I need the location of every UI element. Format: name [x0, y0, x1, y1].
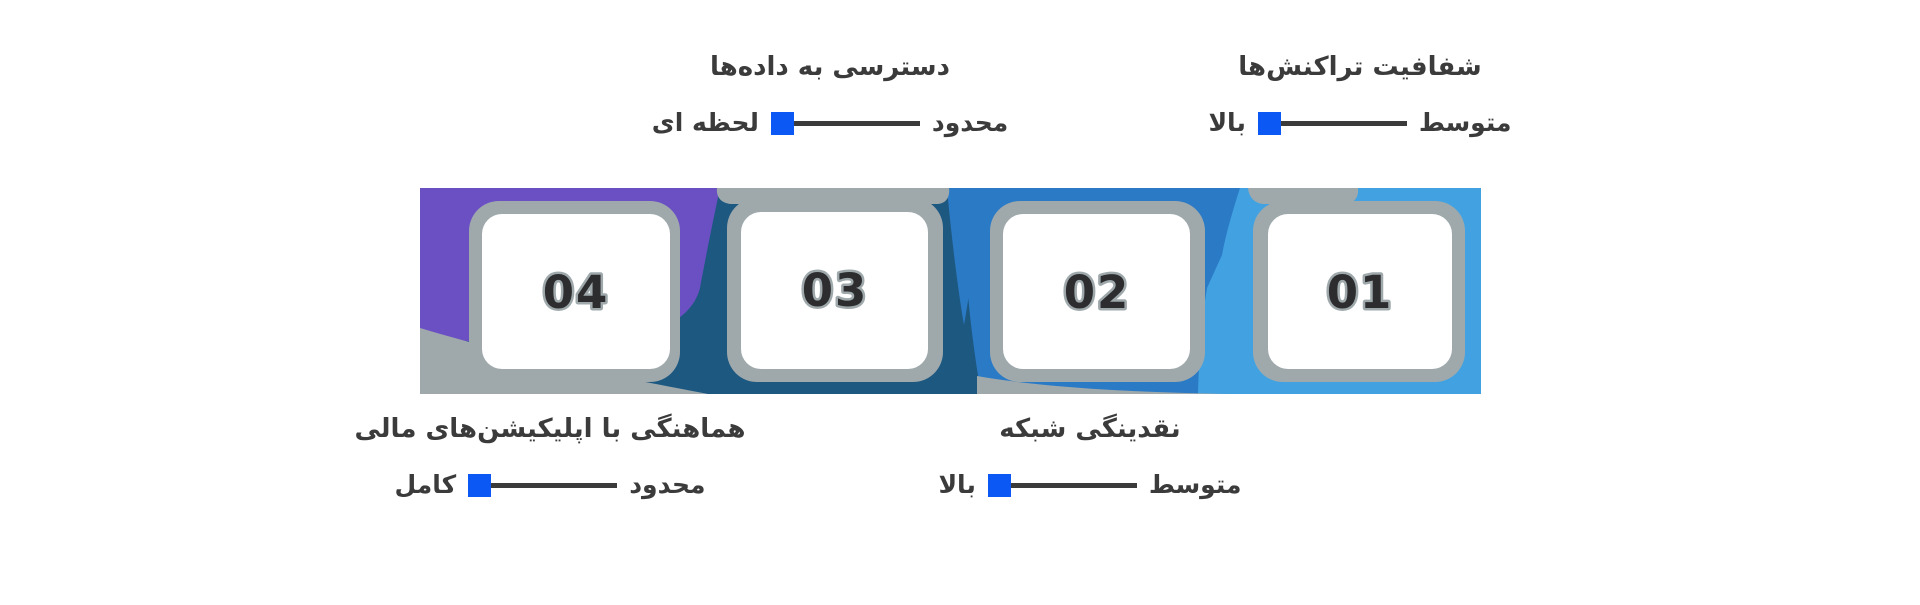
slider-left-label: بالا — [938, 470, 976, 499]
step-04-number: 04 — [543, 266, 610, 319]
step-01-number: 01 — [1327, 266, 1394, 319]
slider-handle[interactable] — [1257, 111, 1281, 135]
slider-right-label: متوسط — [1148, 470, 1242, 499]
slider-handle[interactable] — [987, 473, 1011, 497]
step-04-card — [482, 214, 670, 369]
slider-track — [1280, 120, 1407, 126]
slider-step-01: بالا متوسط — [1208, 110, 1511, 136]
metric-step-01: شفافیت تراکنش‌ها بالا متوسط — [1140, 52, 1580, 136]
slider-step-03: لحظه ای محدود — [652, 110, 1008, 136]
step-02-card — [1003, 214, 1190, 369]
slider-handle[interactable] — [468, 473, 492, 497]
metric-step-04: هماهنگی با اپلیکیشن‌های مالی کامل محدود — [330, 414, 770, 498]
metric-title: شفافیت تراکنش‌ها — [1238, 52, 1482, 82]
slider-right-label: محدود — [931, 108, 1009, 137]
gray-blob-under-step-02 — [977, 376, 1232, 394]
band-spike-step-02 — [947, 188, 983, 325]
slider-step-02: بالا متوسط — [938, 472, 1241, 498]
slider-track — [793, 120, 920, 126]
slider-track — [1010, 482, 1137, 488]
process-band: 04 03 02 01 — [420, 188, 1481, 394]
slider-right-label: محدود — [629, 470, 706, 499]
slider-left-label: بالا — [1208, 108, 1246, 137]
slider-left-label: کامل — [394, 470, 457, 499]
step-03-number: 03 — [802, 264, 869, 317]
step-01-card — [1268, 214, 1452, 369]
metric-title: هماهنگی با اپلیکیشن‌های مالی — [354, 414, 746, 444]
slider-right-label: متوسط — [1418, 108, 1512, 137]
slider-step-04: کامل محدود — [394, 472, 705, 498]
slider-handle[interactable] — [770, 111, 794, 135]
gray-blob-over-step-01 — [1248, 188, 1359, 204]
slider-left-label: لحظه ای — [651, 108, 759, 137]
step-02-number: 02 — [1064, 266, 1131, 319]
metric-title: دسترسی به داده‌ها — [710, 52, 950, 82]
step-03-card — [741, 212, 928, 369]
metric-step-03: دسترسی به داده‌ها لحظه ای محدود — [610, 52, 1050, 136]
metric-step-02: نقدینگی شبکه بالا متوسط — [870, 414, 1310, 498]
metric-title: نقدینگی شبکه — [999, 414, 1181, 444]
slider-track — [491, 482, 618, 488]
